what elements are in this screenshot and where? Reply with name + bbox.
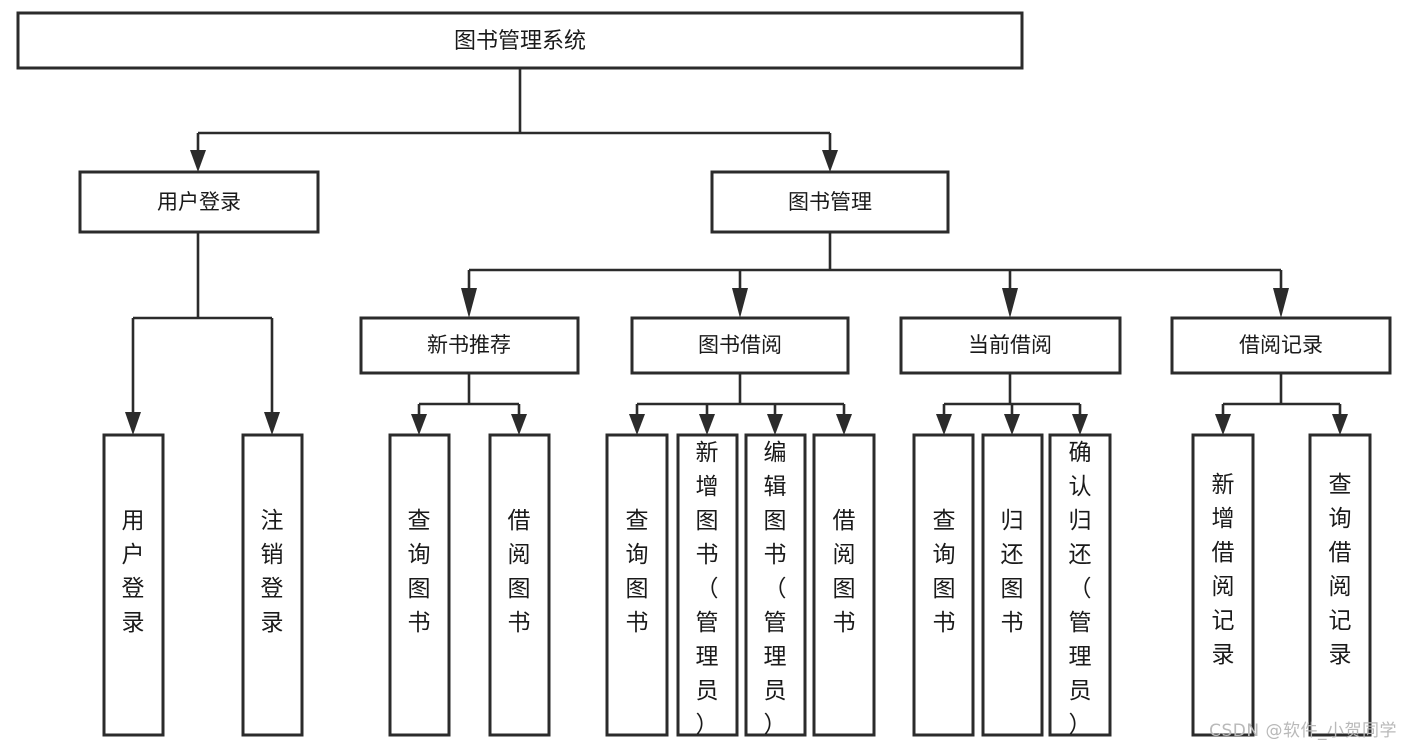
leaf-borrow-borrow-book[interactable]: 借阅图书 — [812, 433, 876, 737]
leaf-current-return-book-label: 归还图书 — [1001, 508, 1024, 636]
node-book-borrow-label: 图书借阅 — [698, 333, 782, 357]
arrow-head-icon — [411, 414, 427, 435]
leaf-logout-box[interactable] — [241, 433, 304, 737]
leaf-recommend-query-book-box[interactable] — [388, 433, 451, 737]
arrow-head-icon — [511, 414, 527, 435]
leaf-logout-label: 注销登录 — [261, 508, 284, 636]
arrow-head-icon — [822, 150, 838, 172]
arrow-head-icon — [264, 412, 280, 435]
node-new-book-recommend-box[interactable] — [359, 316, 580, 375]
node-current-borrow-box[interactable] — [899, 316, 1122, 375]
leaf-borrow-borrow-book-label: 借阅图书 — [833, 508, 856, 636]
node-root-label: 图书管理系统 — [454, 29, 586, 54]
leaf-current-return-book[interactable]: 归还图书 — [981, 433, 1044, 737]
leaf-recommend-query-book[interactable]: 查询图书 — [388, 433, 451, 737]
node-book-management-box[interactable] — [710, 170, 950, 234]
node-user-login-label: 用户登录 — [157, 190, 241, 214]
leaf-borrow-add-book[interactable]: 新增图书（管理员） — [676, 433, 739, 738]
node-book-management[interactable]: 图书管理 — [710, 170, 950, 234]
arrow-head-icon — [461, 288, 477, 318]
node-book-management-label: 图书管理 — [788, 190, 872, 214]
leaf-logout[interactable]: 注销登录 — [241, 433, 304, 737]
leaf-current-confirm-return[interactable]: 确认归还（管理员） — [1048, 433, 1112, 738]
node-user-login[interactable]: 用户登录 — [78, 170, 320, 234]
leaf-user-login-label: 用户登录 — [122, 508, 145, 636]
leaf-borrow-query-book-box[interactable] — [605, 433, 669, 737]
arrow-head-icon — [767, 414, 783, 435]
arrow-head-icon — [1273, 288, 1289, 318]
leaf-current-query-book-box[interactable] — [912, 433, 975, 737]
leaf-borrow-query-book[interactable]: 查询图书 — [605, 433, 669, 737]
node-borrow-record-box[interactable] — [1170, 316, 1392, 375]
leaf-borrow-add-book-label: 新增图书（管理员） — [696, 440, 719, 738]
leaf-record-add[interactable]: 新增借阅记录 — [1191, 433, 1255, 737]
leaf-recommend-query-book-label: 查询图书 — [408, 508, 431, 636]
arrow-head-icon — [125, 412, 141, 435]
leaf-recommend-borrow-book-label: 借阅图书 — [508, 508, 531, 636]
node-root-box[interactable] — [16, 11, 1024, 70]
arrow-head-icon — [699, 414, 715, 435]
leaf-borrow-query-book-label: 查询图书 — [626, 508, 649, 636]
arrow-head-icon — [1004, 414, 1020, 435]
arrow-head-icon — [1002, 288, 1018, 318]
leaf-record-query-label: 查询借阅记录 — [1329, 472, 1352, 668]
arrow-head-icon — [732, 288, 748, 318]
leaf-record-add-box[interactable] — [1191, 433, 1255, 737]
leaf-recommend-borrow-book[interactable]: 借阅图书 — [488, 433, 551, 737]
leaf-current-confirm-return-label: 确认归还（管理员） — [1069, 440, 1092, 738]
arrow-head-icon — [936, 414, 952, 435]
node-user-login-box[interactable] — [78, 170, 320, 234]
arrow-head-icon — [190, 150, 206, 172]
node-current-borrow-label: 当前借阅 — [968, 333, 1052, 357]
leaf-borrow-edit-book[interactable]: 编辑图书（管理员） — [744, 433, 807, 738]
leaf-user-login-box[interactable] — [102, 433, 165, 737]
leaf-user-login[interactable]: 用户登录 — [102, 433, 165, 737]
leaf-current-confirm-return-box[interactable] — [1048, 433, 1112, 737]
csdn-watermark: CSDN @软件_小贺同学 — [1209, 721, 1397, 741]
leaf-record-query-box[interactable] — [1308, 433, 1372, 737]
leaf-current-query-book[interactable]: 查询图书 — [912, 433, 975, 737]
connector-layer — [125, 68, 1348, 435]
node-root[interactable]: 图书管理系统 — [16, 11, 1024, 70]
arrow-head-icon — [1332, 414, 1348, 435]
leaf-record-add-label: 新增借阅记录 — [1212, 472, 1235, 668]
node-new-book-recommend[interactable]: 新书推荐 — [359, 316, 580, 375]
node-borrow-record-label: 借阅记录 — [1239, 333, 1323, 357]
arrow-head-icon — [629, 414, 645, 435]
node-borrow-record[interactable]: 借阅记录 — [1170, 316, 1392, 375]
leaf-record-query[interactable]: 查询借阅记录 — [1308, 433, 1372, 737]
leaf-borrow-edit-book-box[interactable] — [744, 433, 807, 737]
leaf-borrow-borrow-book-box[interactable] — [812, 433, 876, 737]
leaf-current-query-book-label: 查询图书 — [933, 508, 956, 636]
leaf-borrow-edit-book-label: 编辑图书（管理员） — [764, 440, 787, 738]
leaf-borrow-add-book-box[interactable] — [676, 433, 739, 737]
node-current-borrow[interactable]: 当前借阅 — [899, 316, 1122, 375]
leaf-current-return-book-box[interactable] — [981, 433, 1044, 737]
node-book-borrow-box[interactable] — [630, 316, 850, 375]
leaf-recommend-borrow-book-box[interactable] — [488, 433, 551, 737]
node-book-borrow[interactable]: 图书借阅 — [630, 316, 850, 375]
arrow-head-icon — [1215, 414, 1231, 435]
arrow-head-icon — [1072, 414, 1088, 435]
arrow-head-icon — [836, 414, 852, 435]
node-new-book-recommend-label: 新书推荐 — [427, 333, 511, 357]
